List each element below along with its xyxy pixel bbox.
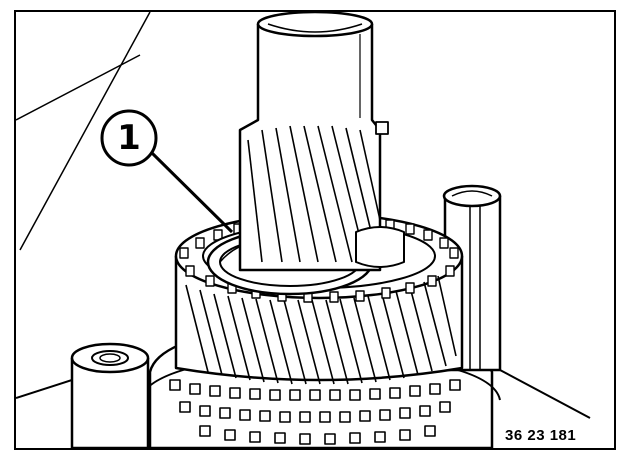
callout-number: 1 [117,118,141,158]
base-studs [169,379,461,445]
shaft-collar [355,226,405,268]
gear-teeth [185,275,457,385]
left-guide-pin [70,342,150,448]
callout-1-marker [100,109,234,234]
input-shaft [238,12,389,272]
figure-reference-code: 36 23 181 [505,427,577,444]
